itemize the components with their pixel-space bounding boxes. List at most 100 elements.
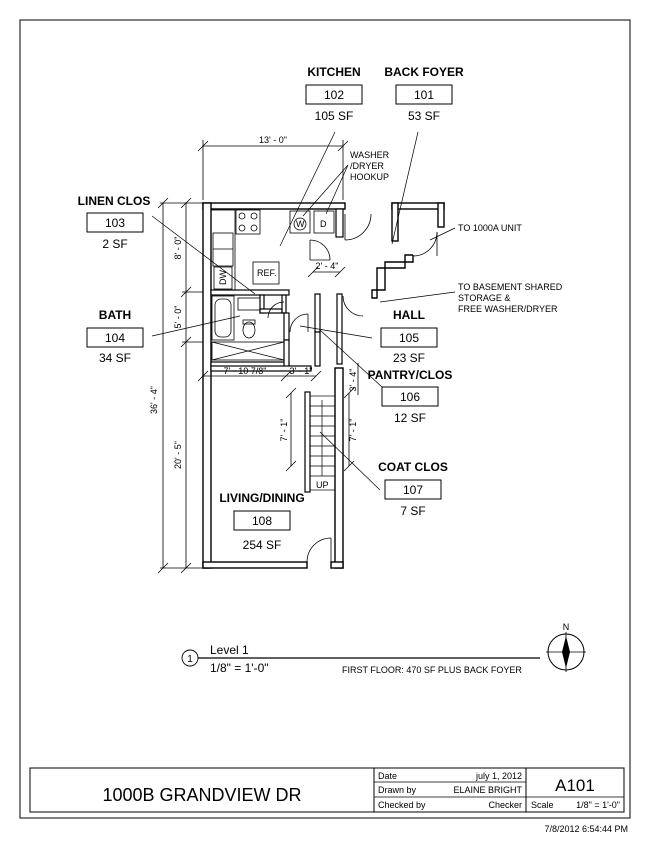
room-area: 53 SF	[408, 109, 440, 123]
room-number-box	[305, 84, 363, 105]
north-arrow-icon	[562, 636, 570, 668]
leader-lines	[151, 131, 456, 491]
room-name: BACK FOYER	[384, 65, 464, 79]
basement-note-line1: TO BASEMENT SHARED	[458, 282, 563, 292]
dim-bath-width: 7' - 10 7/8"	[224, 366, 267, 376]
washer-note-line3: HOOKUP	[350, 172, 389, 182]
washer-note-line1: WASHER	[350, 150, 390, 160]
checked-by-value: Checker	[488, 800, 522, 810]
title-block	[29, 767, 625, 813]
scale-value: 1/8" = 1'-0"	[576, 800, 620, 810]
room-name: LIVING/DINING	[219, 491, 304, 505]
room-area: 254 SF	[243, 538, 282, 552]
room-name: HALL	[393, 308, 425, 322]
dim-kitchen-depth: 8' - 0"	[173, 237, 183, 260]
dim-stair-run-right: 7' - 1"	[348, 419, 358, 442]
sheet-number: A101	[555, 776, 595, 795]
interior-walls	[210, 208, 344, 493]
dim-overall-width: 13' - 0"	[259, 135, 287, 145]
range	[235, 209, 261, 235]
floor-area-caption: FIRST FLOOR: 470 SF PLUS BACK FOYER	[342, 665, 522, 675]
dishwasher-label: DW	[218, 270, 228, 285]
dim-pantry-depth: 3' - 4"	[348, 369, 358, 392]
north-arrow: N	[546, 622, 586, 672]
view-number: 1	[187, 654, 193, 665]
toilet	[242, 321, 256, 339]
room-tag-linen-clos: LINEN CLOS 103 2 SF	[78, 194, 151, 251]
room-name: PANTRY/CLOS	[368, 368, 453, 382]
room-tag-kitchen: KITCHEN 102 105 SF	[305, 65, 363, 123]
room-number: 103	[105, 216, 125, 230]
room-area: 23 SF	[393, 351, 425, 365]
sink	[212, 232, 234, 267]
kitchen-fixtures	[210, 209, 335, 291]
unit-note: TO 1000A UNIT	[458, 223, 522, 233]
dim-stair-run-left: 7' - 1"	[279, 419, 289, 442]
date-value: july 1, 2012	[475, 771, 522, 781]
dryer	[313, 210, 335, 234]
room-tag-living-dining: LIVING/DINING 108 254 SF	[219, 491, 304, 552]
washer-label: W	[296, 219, 305, 229]
sheet-border	[19, 19, 631, 819]
room-number: 101	[414, 88, 434, 102]
print-timestamp: 7/8/2012 6:54:44 PM	[544, 824, 628, 834]
bath-fixtures	[211, 295, 285, 361]
room-name: KITCHEN	[307, 65, 360, 79]
dim-hall-width: 2' - 4"	[316, 261, 339, 271]
room-number-box	[233, 510, 291, 531]
project-title: 1000B GRANDVIEW DR	[102, 785, 301, 805]
date-label: Date	[378, 771, 397, 781]
room-number-box	[381, 386, 439, 407]
room-tag-coat-clos: COAT CLOS 107 7 SF	[378, 460, 448, 518]
drawn-by-value: ELAINE BRIGHT	[453, 785, 522, 795]
room-number: 105	[399, 331, 419, 345]
room-area: 7 SF	[400, 504, 425, 518]
room-number-box	[86, 212, 144, 233]
view-scale: 1/8" = 1'-0"	[210, 661, 269, 675]
dryer-label: D	[320, 219, 327, 229]
dishwasher	[213, 266, 233, 290]
scale-label: Scale	[531, 800, 554, 810]
north-label: N	[563, 622, 570, 632]
vanity	[237, 297, 261, 311]
room-number: 107	[403, 483, 423, 497]
counter	[210, 209, 236, 291]
room-name: COAT CLOS	[378, 460, 448, 474]
room-number: 104	[105, 331, 125, 345]
washer	[289, 210, 311, 234]
room-number-box	[380, 327, 438, 348]
room-name: BATH	[99, 308, 131, 322]
room-tag-pantry-clos: PANTRY/CLOS 106 12 SF	[368, 368, 453, 425]
dim-overall-depth: 36' - 4"	[149, 386, 159, 414]
room-number: 108	[252, 514, 272, 528]
room-area: 12 SF	[394, 411, 426, 425]
room-number: 102	[324, 88, 344, 102]
room-tag-hall: HALL 105 23 SF	[380, 308, 438, 365]
basement-note-line2: STORAGE &	[458, 293, 510, 303]
room-number-box	[395, 84, 453, 105]
dimension-lines	[157, 140, 359, 574]
dim-closet-width: 3' - 1"	[290, 366, 313, 376]
refrigerator	[252, 261, 280, 285]
checked-by-label: Checked by	[378, 800, 426, 810]
room-number: 106	[400, 390, 420, 404]
view-name: Level 1	[210, 643, 249, 657]
exterior-walls	[202, 202, 445, 569]
room-name: LINEN CLOS	[78, 194, 151, 208]
room-area: 2 SF	[102, 237, 127, 251]
drawn-by-label: Drawn by	[378, 785, 417, 795]
view-title: 1 Level 1 1/8" = 1'-0" FIRST FLOOR: 470 …	[181, 643, 540, 675]
room-number-box	[384, 479, 442, 500]
doors	[267, 213, 438, 563]
room-area: 105 SF	[315, 109, 354, 123]
room-tag-back-foyer: BACK FOYER 101 53 SF	[384, 65, 464, 123]
room-number-box	[86, 327, 144, 348]
room-tag-bath: BATH 104 34 SF	[86, 308, 144, 365]
dim-living-depth: 20' - 5"	[173, 441, 183, 469]
washer-note-line2: /DRYER	[350, 161, 384, 171]
dim-bath-depth: 5' - 0"	[173, 306, 183, 329]
basement-note-line3: FREE WASHER/DRYER	[458, 304, 558, 314]
tub	[211, 295, 235, 341]
room-area: 34 SF	[99, 351, 131, 365]
